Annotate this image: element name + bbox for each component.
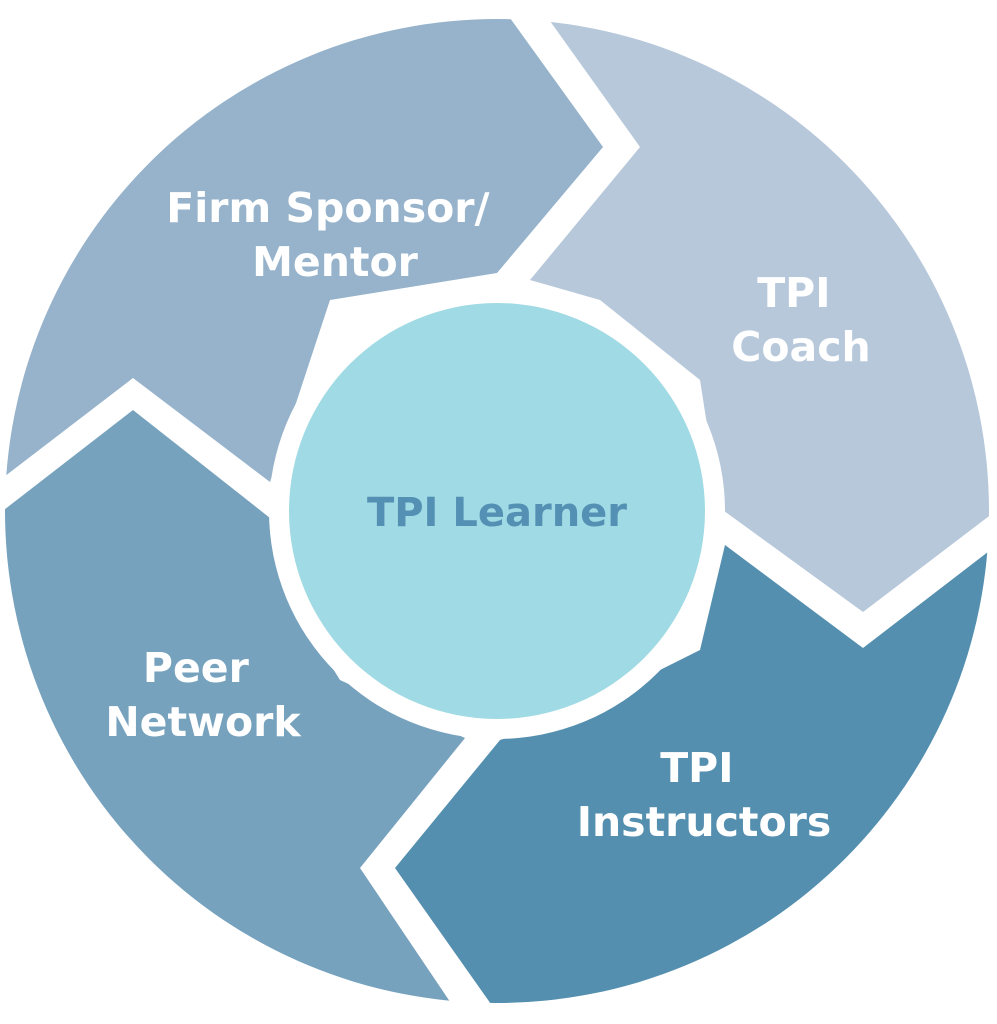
label-tpi-instructors: TPI Instructors xyxy=(577,744,832,846)
label-tpi-coach: TPI Coach xyxy=(731,269,870,371)
label-firm-sponsor-line-1: Firm Sponsor/ xyxy=(166,184,489,232)
center-circle xyxy=(289,303,705,719)
label-tpi-coach-line-2: Coach xyxy=(731,323,870,371)
label-tpi-instructors-line-2: Instructors xyxy=(577,798,832,846)
label-peer-network: Peer Network xyxy=(105,644,302,746)
label-tpi-coach-line-1: TPI xyxy=(757,269,830,317)
label-peer-network-line-1: Peer xyxy=(143,644,250,692)
label-peer-network-line-2: Network xyxy=(105,698,302,746)
center-label: TPI Learner xyxy=(367,490,627,536)
label-tpi-instructors-line-1: TPI xyxy=(660,744,733,792)
label-firm-sponsor-line-2: Mentor xyxy=(252,238,419,286)
label-firm-sponsor: Firm Sponsor/ Mentor xyxy=(166,184,504,286)
